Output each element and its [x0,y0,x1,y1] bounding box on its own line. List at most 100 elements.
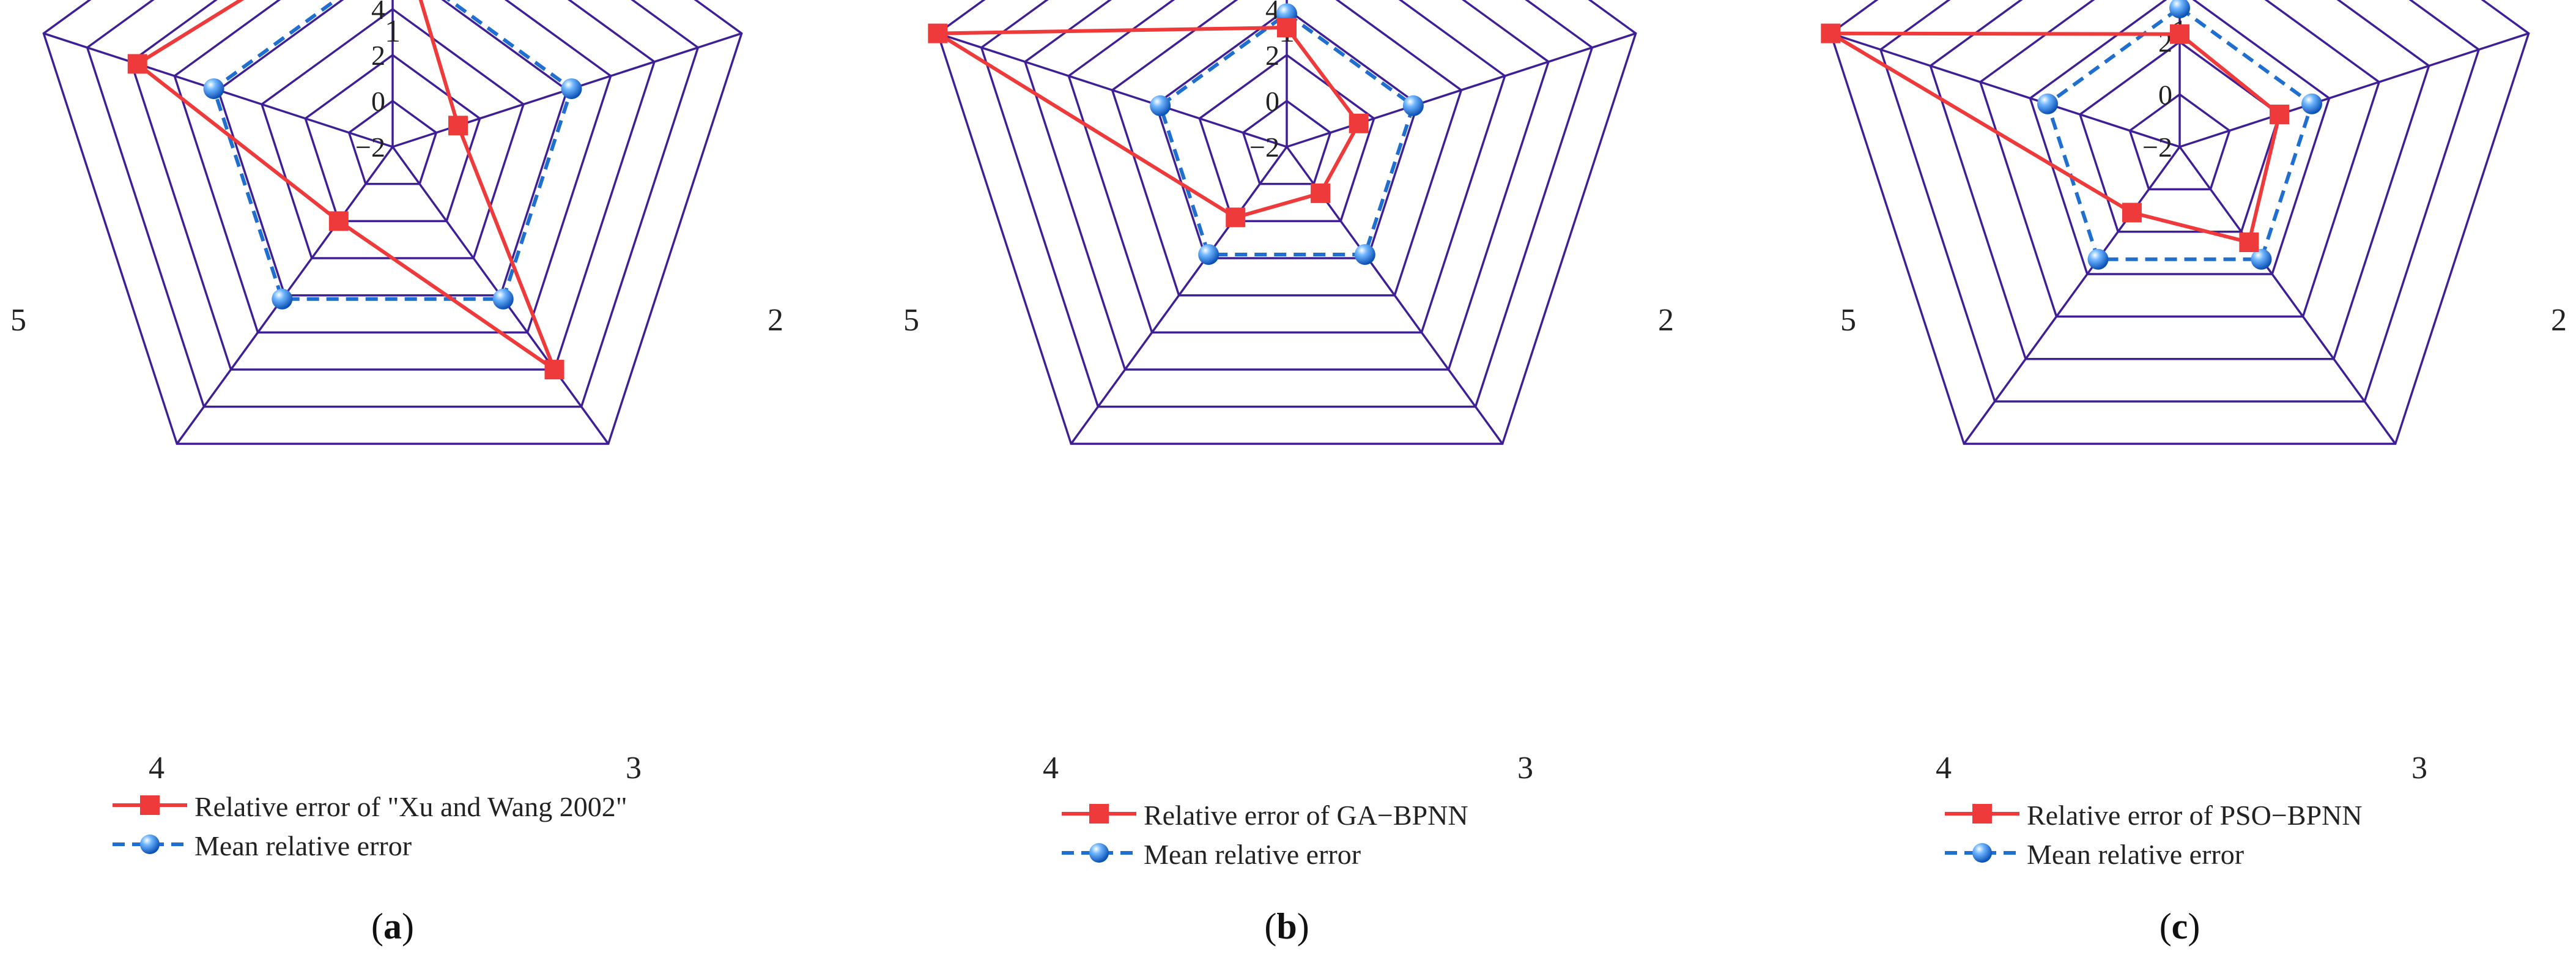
radar-panel-a: 1 2 3 4 5 −202468101214 Relative error o… [10,0,783,946]
axis-label-1: 1 [385,14,401,49]
legend-label-series-1-c: Relative error of PSO−BPNN [2027,800,2363,831]
radial-ticks-a: −202468101214 [355,0,385,163]
legend-label-series-1-a: Relative error of "Xu and Wang 2002" [194,791,627,822]
axis-labels-a: 1 2 3 4 5 [10,14,783,786]
data-point-sphere [1402,95,1424,116]
axis-label-5: 5 [10,303,26,338]
axis-label-4: 4 [149,751,165,786]
radar-grid-a [42,0,743,445]
data-point-square [448,116,468,136]
data-point-sphere [561,78,582,99]
radar-grid-b [936,0,1637,445]
data-point-square [1821,23,1841,43]
legend-label-series-1-b: Relative error of GA−BPNN [1144,800,1468,831]
tick-label: 2 [371,40,385,71]
grid-ring-4 [217,0,569,297]
axis-label-3: 3 [1517,751,1533,786]
axis-label-3: 3 [2411,751,2427,786]
legend-c: Relative error of PSO−BPNN Mean relative… [1945,800,2363,870]
tick-label: 4 [2158,0,2172,6]
spoke-4 [1070,146,1288,445]
data-point-square [928,23,948,43]
axis-label-4: 4 [1043,751,1059,786]
grid-ring-7 [1829,0,2530,445]
series-line-1 [134,0,558,375]
grid-ring-3 [2029,0,2331,275]
grid-ring-8 [936,0,1637,445]
spoke-2 [1286,32,1637,148]
legend-marker-sphere-a [140,835,160,854]
legend-marker-square-c [1972,804,1992,824]
axis-label-4: 4 [1936,751,1952,786]
radar-grid-c [1829,0,2530,445]
grid-ring-1 [2128,93,2231,191]
data-point-sphere [492,288,514,310]
axis-label-3: 3 [626,751,642,786]
axis-labels-b: 1 2 3 4 5 [903,14,1674,786]
grid-ring-8 [42,0,743,445]
data-point-square [544,360,564,380]
legend-marker-square-b [1089,804,1109,824]
data-point-square [1311,183,1331,203]
data-point-sphere [1354,244,1375,265]
data-point-square [2270,105,2290,125]
data-point-square [2170,24,2189,44]
data-point-sphere [2169,0,2190,18]
grid-ring-2 [1198,53,1375,223]
axis-label-5: 5 [903,303,919,338]
radar-panel-b: 1 2 3 4 5 −202468101214 Relative error o… [903,0,1674,946]
grid-ring-1 [347,99,438,185]
spoke-5 [937,32,1287,148]
tick-label: −2 [1249,132,1279,163]
grid-ring-6 [1879,0,2481,403]
data-point-square [1226,207,1246,228]
data-point-sphere [1150,95,1171,116]
tick-label: 0 [371,86,385,117]
tick-label: 2 [1265,40,1279,71]
series-line-1 [931,25,1361,220]
data-point-square [2239,232,2259,253]
axis-label-2: 2 [768,303,783,338]
data-point-square [127,54,147,74]
spoke-5 [1830,32,2180,148]
grid-ring-3 [1154,7,1419,259]
series-line-2 [1158,11,1416,256]
series-c [1821,0,2323,270]
data-point-square [2122,203,2142,223]
spoke-2 [2179,32,2530,148]
tick-label: −2 [355,132,385,163]
grid-ring-1 [1242,99,1332,185]
data-point-sphere [272,288,293,310]
legend-marker-sphere-c [1972,843,1992,863]
grid-ring-4 [1111,0,1463,297]
tick-label: −2 [2142,132,2172,163]
legend-b: Relative error of GA−BPNN Mean relative … [1062,800,1468,870]
legend-marker-square-a [140,795,160,815]
tick-label: 4 [371,0,385,25]
data-point-square [1349,113,1369,133]
series-a [127,0,582,380]
grid-ring-4 [1978,0,2381,318]
grid-ring-5 [173,0,612,334]
grid-ring-7 [980,0,1594,408]
axis-label-2: 2 [2551,303,2567,338]
data-point-sphere [203,78,224,99]
data-point-sphere [1198,244,1220,265]
data-point-square [328,211,349,231]
series-line-2 [212,0,574,301]
grid-ring-7 [86,0,700,408]
radar-panel-c: 1 2 3 4 5 −2024681012 Relative error of … [1821,0,2567,946]
data-point-sphere [2087,248,2109,270]
data-point-sphere [2037,93,2058,114]
grid-ring-5 [1929,0,2430,360]
legend-label-series-2-c: Mean relative error [2027,839,2244,870]
axis-label-2: 2 [1658,303,1674,338]
legend-a: Relative error of "Xu and Wang 2002" Mea… [113,791,627,861]
panel-label-a: (a) [371,906,414,946]
legend-label-series-2-a: Mean relative error [194,830,412,861]
data-point-square [1277,18,1297,37]
series-b [928,3,1424,265]
panel-label-c: (c) [2160,906,2200,946]
grid-ring-2 [304,53,481,223]
